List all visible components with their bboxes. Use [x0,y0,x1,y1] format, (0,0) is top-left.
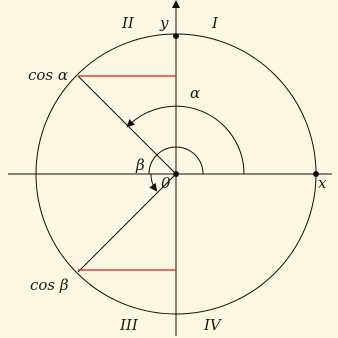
quadrant-iii-label: III [119,316,139,334]
quadrant-i-label: I [211,14,219,32]
y-axis-arrow [172,0,180,8]
quadrant-iv-label: IV [203,316,223,334]
quadrant-ii-label: II [121,14,135,32]
origin-point [173,171,179,177]
alpha-label: α [190,84,200,102]
point-x-intercept [313,171,319,177]
cos-alpha-label: cos α [28,66,68,84]
alpha-angle-arc [126,105,245,175]
small-angle-arc [148,146,204,175]
origin-label: 0 [161,174,171,192]
x-axis-label: x [318,174,327,192]
radius-beta [77,173,177,273]
beta-label: β [135,156,145,174]
cos-beta-label: cos β [30,276,69,294]
y-axis-label: y [159,14,169,32]
beta-angle-arc [149,173,158,192]
point-y-intercept [173,33,179,39]
radius-alpha [77,75,177,175]
